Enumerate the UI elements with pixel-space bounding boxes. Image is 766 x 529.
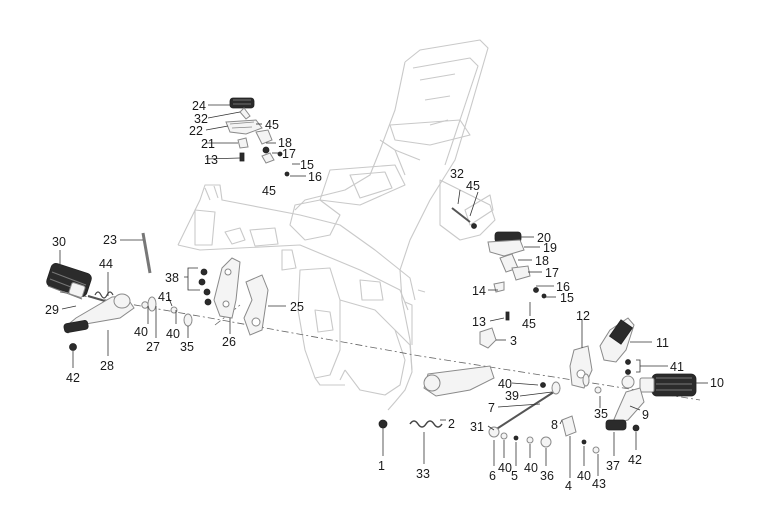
label-20: 20 [537, 231, 551, 245]
label-5: 5 [511, 469, 518, 483]
label-6: 6 [489, 469, 496, 483]
label-25: 25 [290, 300, 304, 314]
assembly-axis-line [59, 291, 701, 401]
label-40-b1: 40 [498, 461, 512, 475]
label-17-top: 17 [282, 147, 296, 161]
label-8: 8 [551, 418, 558, 432]
label-21: 21 [201, 137, 215, 151]
passenger-footrest-rubber-24 [229, 97, 255, 109]
label-16-top: 16 [308, 170, 322, 184]
label-15-top: 15 [300, 158, 314, 172]
label-40-left-a: 40 [134, 325, 148, 339]
gear-shift-pedal [63, 293, 135, 334]
shift-rod-23 [141, 232, 152, 274]
left-footrest-pin [87, 294, 106, 303]
label-26: 26 [222, 335, 236, 349]
label-40-mid: 40 [498, 377, 512, 391]
label-41-right: 41 [670, 360, 684, 374]
label-24: 24 [192, 99, 206, 113]
motorcycle-frame [177, 39, 496, 411]
label-13-top: 13 [204, 153, 218, 167]
label-40-left-b: 40 [166, 327, 180, 341]
label-17-right: 17 [545, 266, 559, 280]
right-small-bolts [582, 359, 640, 432]
return-spring-33 [409, 420, 443, 428]
left-footrest-rubber [46, 262, 92, 300]
label-42-left: 42 [66, 371, 80, 385]
label-38: 38 [165, 271, 179, 285]
label-14: 14 [472, 284, 486, 298]
label-11: 11 [656, 336, 669, 350]
label-41-left: 41 [158, 290, 172, 304]
brake-rod-7 [488, 381, 561, 438]
passenger-small-parts [237, 107, 290, 177]
left-footrest-bracket [213, 257, 241, 319]
label-18-top: 18 [278, 136, 292, 150]
label-1: 1 [378, 459, 385, 473]
label-33: 33 [416, 467, 430, 481]
label-10: 10 [710, 376, 724, 390]
label-45-right: 45 [466, 179, 480, 193]
label-4: 4 [565, 479, 572, 493]
leader-lines [59, 104, 708, 478]
label-35-left: 35 [180, 340, 194, 354]
label-44: 44 [99, 257, 113, 271]
label-32-top: 32 [194, 112, 208, 126]
label-32-right: 32 [450, 167, 464, 181]
part-number-labels: 24 32 45 22 18 21 17 13 15 16 45 23 30 4… [45, 99, 724, 493]
label-42-right: 42 [628, 453, 642, 467]
label-37: 37 [606, 459, 620, 473]
label-45-mid: 45 [262, 184, 276, 198]
label-23: 23 [103, 233, 117, 247]
label-29: 29 [45, 303, 59, 317]
label-18-right: 18 [535, 254, 549, 268]
label-27: 27 [146, 340, 160, 354]
lower-linkage-washers [500, 432, 552, 448]
right-footrest-rubber-10 [621, 373, 697, 397]
label-39: 39 [505, 389, 519, 403]
label-2: 2 [448, 417, 455, 431]
label-40-b2: 40 [524, 461, 538, 475]
label-31: 31 [470, 420, 484, 434]
shift-pedal-spring [94, 291, 114, 299]
label-16-right: 16 [556, 280, 570, 294]
label-13-right: 13 [472, 315, 486, 329]
right-footrest-bracket-11 [599, 317, 635, 363]
label-22: 22 [189, 124, 203, 138]
label-45-lower: 45 [522, 317, 536, 331]
brake-rod-clevis-8 [561, 415, 600, 454]
label-3: 3 [510, 334, 517, 348]
label-40-b3: 40 [577, 469, 591, 483]
label-35-right: 35 [594, 407, 608, 421]
label-45-top: 45 [265, 118, 279, 132]
label-30: 30 [52, 235, 66, 249]
label-12: 12 [576, 309, 590, 323]
left-lower-bracket [243, 274, 269, 336]
pivot-shaft-3 [479, 327, 497, 349]
label-19: 19 [543, 241, 557, 255]
label-43: 43 [592, 477, 606, 491]
label-9: 9 [642, 408, 649, 422]
label-36: 36 [540, 469, 554, 483]
brake-arm-2 [423, 365, 495, 397]
brake-pedal-9 [605, 387, 645, 431]
bolt-1 [378, 419, 388, 429]
passenger-footrest-22 [225, 119, 263, 135]
label-28: 28 [100, 359, 114, 373]
label-7: 7 [488, 401, 495, 415]
right-passenger-footrest [451, 207, 547, 321]
label-15-right: 15 [560, 291, 574, 305]
